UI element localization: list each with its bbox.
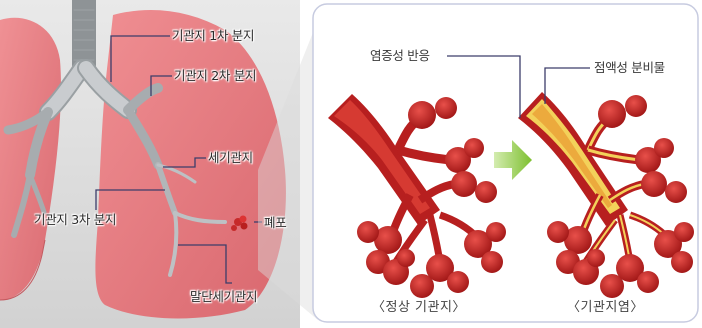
label-bronchiole: 세기관지 <box>208 150 253 166</box>
label-primary-bronchus: 기관지 1차 분지 <box>172 28 254 44</box>
label-secondary-bronchus: 기관지 2차 분지 <box>174 68 256 84</box>
label-terminal-bronchiole: 말단세기관지 <box>190 289 257 305</box>
label-alveoli: 폐포 <box>264 215 286 231</box>
caption-normal-bronchus: 〈정상 기관지〉 <box>372 296 466 315</box>
label-inflammatory-response: 염증성 반응 <box>370 48 430 64</box>
caption-bronchitis: 〈기관지염〉 <box>567 296 644 315</box>
label-tertiary-bronchus: 기관지 3차 분지 <box>34 212 116 228</box>
label-mucus-secretion: 점액성 분비물 <box>594 60 665 76</box>
